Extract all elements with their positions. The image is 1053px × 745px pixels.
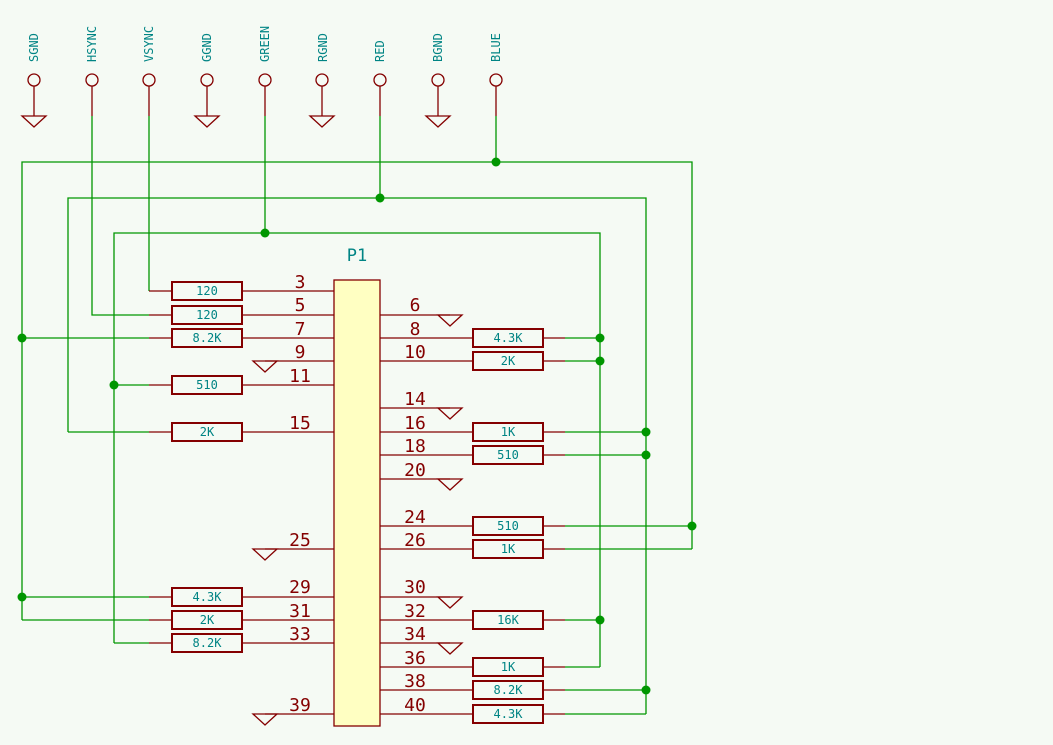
- resistor: [171, 587, 243, 607]
- svg-text:8.2K: 8.2K: [494, 683, 524, 697]
- connector-p1: P1 3 5 7 9 11 15 25 29 31 33 39 6 8 1: [241, 246, 473, 727]
- net-label-green: GREEN: [258, 26, 272, 62]
- svg-text:39: 39: [289, 695, 311, 716]
- svg-text:2K: 2K: [200, 425, 215, 439]
- svg-text:14: 14: [404, 389, 426, 410]
- svg-text:1K: 1K: [501, 660, 516, 674]
- svg-text:120: 120: [196, 308, 218, 322]
- net-label-sgnd: SGND: [27, 33, 41, 62]
- svg-text:11: 11: [289, 366, 311, 387]
- svg-text:3: 3: [295, 272, 306, 293]
- svg-text:16: 16: [404, 413, 426, 434]
- resistor: [171, 305, 243, 325]
- svg-text:9: 9: [295, 342, 306, 363]
- svg-text:8.2K: 8.2K: [193, 636, 223, 650]
- net-label-rgnd: RGND: [316, 33, 330, 62]
- connector-ref: P1: [347, 246, 367, 266]
- net-label-red: RED: [373, 40, 387, 62]
- net-port-rgnd: RGND: [308, 33, 336, 128]
- net-label-vsync: VSYNC: [142, 26, 156, 62]
- svg-text:16K: 16K: [497, 613, 519, 627]
- resistor: [171, 281, 243, 301]
- wires: [21, 116, 693, 715]
- svg-text:29: 29: [289, 577, 311, 598]
- ground-icon: [424, 115, 452, 128]
- net-label-bgnd: BGND: [431, 33, 445, 62]
- ground-icon: [251, 713, 279, 726]
- net-label-hsync: HSYNC: [85, 26, 99, 62]
- net-port-hsync: HSYNC: [85, 26, 99, 116]
- ground-icon: [20, 115, 48, 128]
- svg-text:4.3K: 4.3K: [193, 590, 223, 604]
- svg-text:34: 34: [404, 624, 426, 645]
- ground-icon: [308, 115, 336, 128]
- net-port-vsync: VSYNC: [142, 26, 156, 116]
- svg-text:10: 10: [404, 342, 426, 363]
- svg-text:120: 120: [196, 284, 218, 298]
- svg-text:32: 32: [404, 601, 426, 622]
- svg-text:4.3K: 4.3K: [494, 331, 524, 345]
- resistor: [171, 375, 243, 395]
- svg-text:510: 510: [497, 519, 519, 533]
- svg-text:26: 26: [404, 530, 426, 551]
- ground-icon: [251, 360, 279, 373]
- net-port-red: RED: [373, 40, 387, 116]
- ground-icon: [436, 478, 464, 491]
- svg-text:8.2K: 8.2K: [193, 331, 223, 345]
- svg-text:20: 20: [404, 460, 426, 481]
- svg-text:5: 5: [295, 295, 306, 316]
- svg-text:15: 15: [289, 413, 311, 434]
- net-port-sgnd: SGND: [20, 33, 48, 128]
- svg-text:2K: 2K: [501, 354, 516, 368]
- svg-text:31: 31: [289, 601, 311, 622]
- svg-text:510: 510: [196, 378, 218, 392]
- net-port-bgnd: BGND: [424, 33, 452, 128]
- ground-icon: [436, 596, 464, 609]
- svg-text:40: 40: [404, 695, 426, 716]
- resistor: [171, 633, 243, 653]
- svg-text:25: 25: [289, 530, 311, 551]
- svg-text:36: 36: [404, 648, 426, 669]
- junctions: [17, 157, 697, 695]
- svg-text:6: 6: [410, 295, 421, 316]
- svg-text:4.3K: 4.3K: [494, 707, 524, 721]
- ground-icon: [251, 548, 279, 561]
- ground-icon: [436, 407, 464, 420]
- net-label-blue: BLUE: [489, 33, 503, 62]
- svg-text:24: 24: [404, 507, 426, 528]
- resistors-right: 4.3K 2K 1K 510 510 1K 16K 1K 8.2K 4.3K: [472, 328, 565, 724]
- svg-text:1K: 1K: [501, 425, 516, 439]
- net-port-ggnd: GGND: [193, 33, 221, 128]
- net-ports: SGND HSYNC VSYNC GGND GREEN: [20, 26, 503, 128]
- svg-text:38: 38: [404, 671, 426, 692]
- svg-text:18: 18: [404, 436, 426, 457]
- svg-text:1K: 1K: [501, 542, 516, 556]
- net-label-ggnd: GGND: [200, 33, 214, 62]
- svg-text:2K: 2K: [200, 613, 215, 627]
- svg-text:8: 8: [410, 319, 421, 340]
- resistors-left: 120 120 8.2K 510 2K 4.3K 2K 8.2K: [149, 281, 243, 653]
- svg-text:33: 33: [289, 624, 311, 645]
- svg-text:510: 510: [497, 448, 519, 462]
- net-port-blue: BLUE: [489, 33, 503, 116]
- ground-icon: [436, 314, 464, 327]
- resistor: [171, 422, 243, 442]
- net-port-green: GREEN: [258, 26, 272, 116]
- svg-text:7: 7: [295, 319, 306, 340]
- resistor: [171, 610, 243, 630]
- resistor: [171, 328, 243, 348]
- ground-icon: [193, 115, 221, 128]
- svg-text:30: 30: [404, 577, 426, 598]
- ground-icon: [436, 642, 464, 655]
